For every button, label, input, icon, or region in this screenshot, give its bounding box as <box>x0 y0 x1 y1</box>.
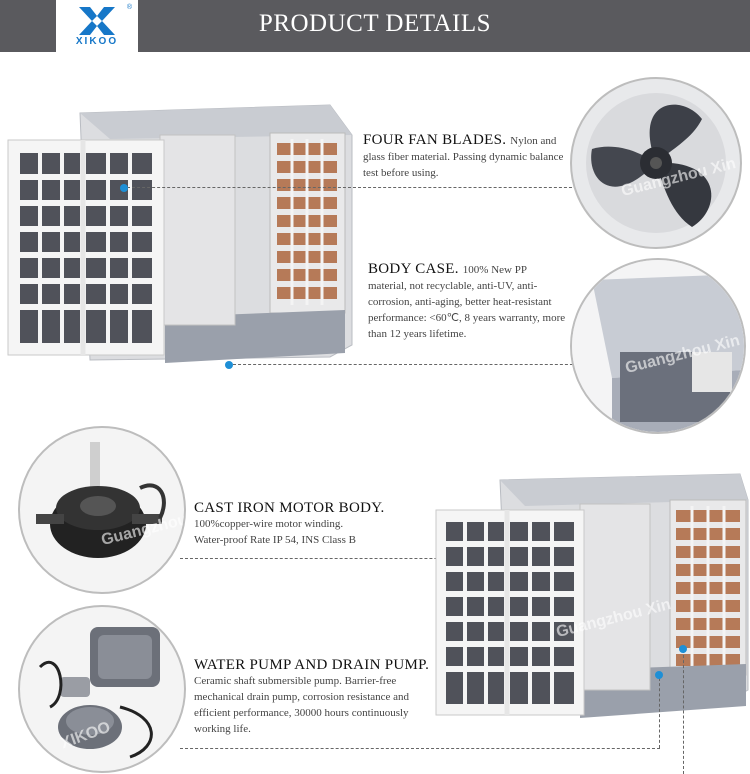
feature-body-case: BODY CASE.100% New PP material, not recy… <box>368 261 568 342</box>
xikoo-logo-icon <box>79 7 115 35</box>
callout-dot <box>679 645 687 653</box>
feature-title: CAST IRON MOTOR BODY. <box>194 500 385 516</box>
feature-description-line: Water-proof Rate IP 54, INS Class B <box>194 534 356 546</box>
zoom-water-pump-image: XIKOO <box>18 605 186 773</box>
callout-dot <box>120 184 128 192</box>
leader-line <box>683 650 684 774</box>
feature-description: Ceramic shaft submersible pump. Barrier-… <box>194 675 410 735</box>
feature-title: BODY CASE. <box>368 261 459 277</box>
feature-title: FOUR FAN BLADES. <box>363 132 507 148</box>
motor-icon <box>36 442 166 558</box>
leader-line <box>180 558 602 559</box>
callout-dot <box>225 361 233 369</box>
leader-line <box>659 678 660 748</box>
leader-line <box>233 364 583 365</box>
feature-motor: CAST IRON MOTOR BODY. 100%copper-wire mo… <box>194 500 444 548</box>
feature-description-line: 100%copper-wire motor winding. <box>194 518 344 530</box>
body-case-icon <box>572 260 744 432</box>
zoom-fan-blade-image: Guangzhou Xin <box>570 77 742 249</box>
air-cooler-image-top <box>7 104 353 363</box>
water-pump-icon <box>38 627 160 759</box>
air-cooler-image-bottom <box>435 473 749 718</box>
brand-logo: ® XIKOO <box>56 0 138 52</box>
feature-title: WATER PUMP AND DRAIN PUMP. <box>194 657 430 673</box>
brand-name: XIKOO <box>75 36 119 47</box>
feature-fan-blades: FOUR FAN BLADES.Nylon and glass fiber ma… <box>363 132 573 181</box>
header-bar: ® XIKOO PRODUCT DETAILS <box>0 0 750 52</box>
feature-water-pump: WATER PUMP AND DRAIN PUMP. Ceramic shaft… <box>194 657 444 737</box>
feature-description: 100% New PP material, not recyclable, an… <box>368 264 566 340</box>
zoom-body-case-image: Guangzhou Xin <box>570 258 746 434</box>
fan-blade-icon <box>586 93 726 233</box>
leader-line <box>127 187 582 188</box>
zoom-motor-image: Guangzhou Xin <box>18 426 186 594</box>
callout-dot <box>655 671 663 679</box>
page-title: PRODUCT DETAILS <box>258 10 492 37</box>
leader-line <box>180 748 660 749</box>
feature-description: Nylon and glass fiber material. Passing … <box>363 135 564 179</box>
registered-mark: ® <box>126 4 132 11</box>
